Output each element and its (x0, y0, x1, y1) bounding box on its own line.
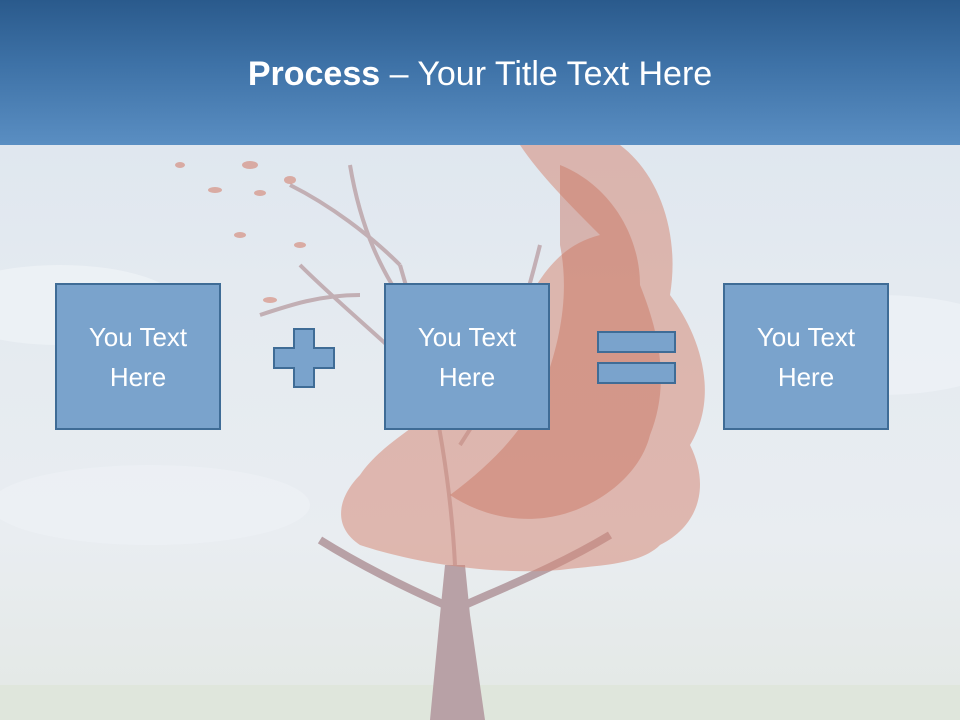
title-rest-text: – Your Title Text Here (380, 55, 713, 93)
slide-title[interactable]: Process – Your Title Text Here (0, 52, 960, 96)
title-bold-text: Process (247, 55, 381, 93)
equals-icon (597, 331, 676, 384)
process-box-1[interactable]: You Text Here (55, 283, 221, 430)
title-bar (0, 0, 960, 145)
tree-illustration (0, 145, 960, 720)
process-box-3[interactable]: You Text Here (723, 283, 889, 430)
process-box-2[interactable]: You Text Here (384, 283, 550, 430)
plus-icon (273, 328, 335, 388)
